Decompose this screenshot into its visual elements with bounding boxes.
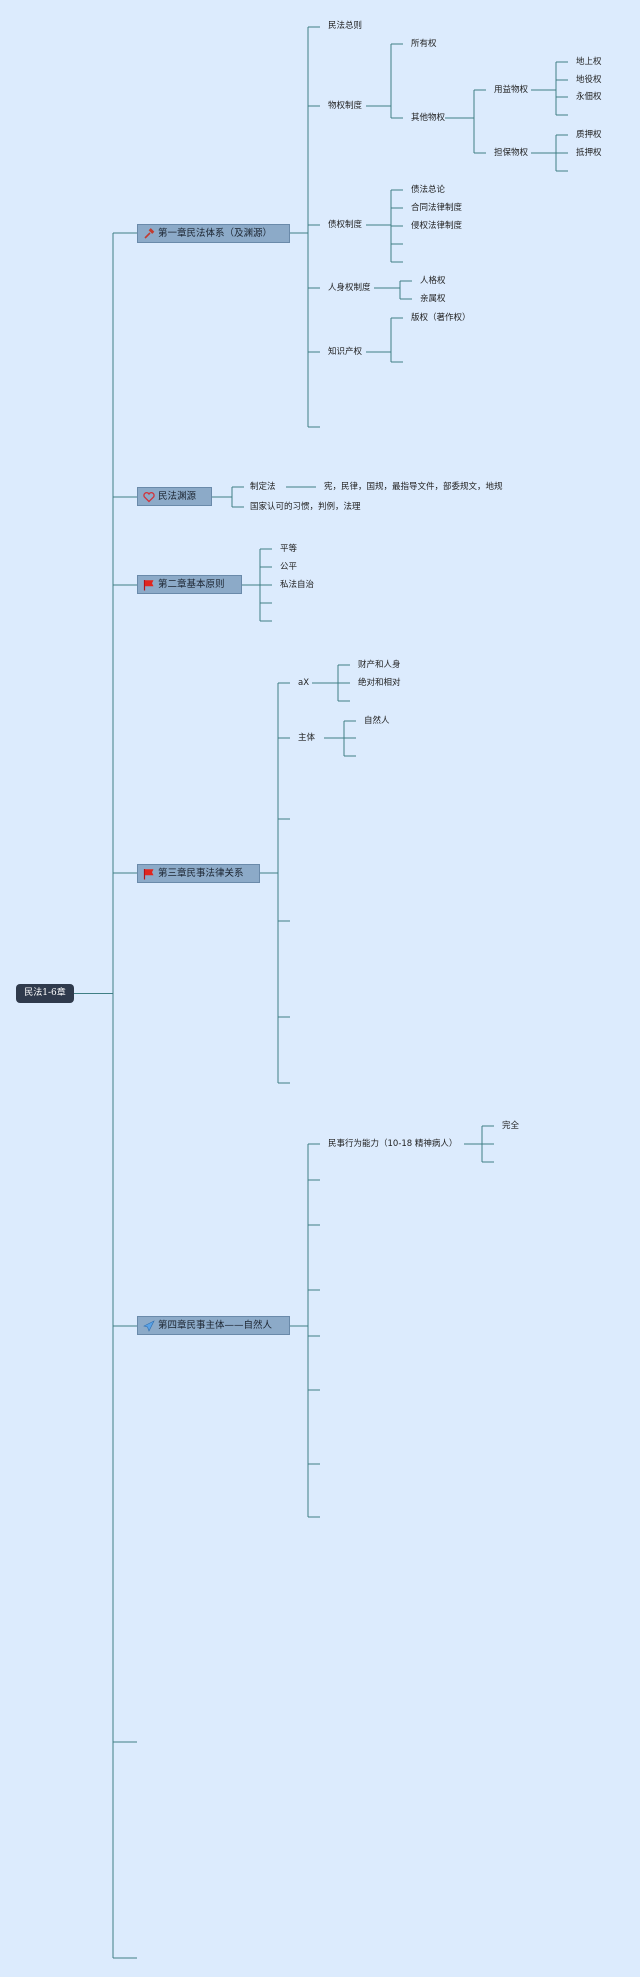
node-dishangquan[interactable]: 地上权 xyxy=(576,57,602,67)
node-zhiyaquan[interactable]: 质押权 xyxy=(576,130,602,140)
node-wuquan-zhidu[interactable]: 物权制度 xyxy=(328,101,363,111)
red-flag-icon xyxy=(143,868,155,880)
chapter-node-2[interactable]: 民法渊源 xyxy=(137,487,212,506)
node-danbao-wuquan[interactable]: 担保物权 xyxy=(494,148,529,158)
chapter-node-5[interactable]: 第四章民事主体——自然人 xyxy=(137,1316,290,1335)
node-wanquan[interactable]: 完全 xyxy=(502,1121,520,1131)
chapter-label: 第二章基本原则 xyxy=(158,579,225,590)
node-zhidingfa-detail[interactable]: 宪，民律，国规，最指导文件，部委规文，地规 xyxy=(324,482,503,492)
heart-icon xyxy=(143,491,155,503)
node-hetong-zhidu[interactable]: 合同法律制度 xyxy=(411,203,463,213)
hammer-icon xyxy=(143,227,155,240)
node-sifa-zizhi[interactable]: 私法自治 xyxy=(280,580,315,590)
node-qinshuquan[interactable]: 亲属权 xyxy=(420,294,446,304)
chapter-label: 民法渊源 xyxy=(158,491,197,502)
node-zhaiquan-zhidu[interactable]: 债权制度 xyxy=(328,220,363,230)
node-juedui-xiangdui[interactable]: 绝对和相对 xyxy=(358,678,401,688)
node-diyiquan[interactable]: 地役权 xyxy=(576,75,602,85)
node-rengequan[interactable]: 人格权 xyxy=(420,276,446,286)
node-renshenquan-zhidu[interactable]: 人身权制度 xyxy=(328,283,371,293)
chapter-label: 第一章民法体系（及渊源） xyxy=(158,228,273,239)
root-node[interactable]: 民法1-6章 xyxy=(16,984,74,1003)
node-zhidingfa[interactable]: 制定法 xyxy=(250,482,276,492)
node-qita-wuquan[interactable]: 其他物权 xyxy=(411,113,446,123)
node-zhaifa-zonglun[interactable]: 债法总论 xyxy=(411,185,446,195)
node-minshi-xingwei-nengli[interactable]: 民事行为能力（10-18 精神病人） xyxy=(328,1139,458,1149)
node-yongdianquan[interactable]: 永佃权 xyxy=(576,92,602,102)
node-ziranren[interactable]: 自然人 xyxy=(364,716,390,726)
node-minfa-zongze[interactable]: 民法总则 xyxy=(328,21,363,31)
node-caichan-renshen[interactable]: 财产和人身 xyxy=(358,660,401,670)
chapter-node-1[interactable]: 第一章民法体系（及渊源） xyxy=(137,224,290,243)
node-guojia-xiguan[interactable]: 国家认可的习惯，判例，法理 xyxy=(250,502,361,512)
node-ax[interactable]: aX xyxy=(298,678,310,688)
red-flag-icon xyxy=(143,579,155,591)
chapter-node-4[interactable]: 第三章民事法律关系 xyxy=(137,864,260,883)
chapter-node-3[interactable]: 第二章基本原则 xyxy=(137,575,242,594)
node-gongping[interactable]: 公平 xyxy=(280,562,298,572)
node-zhuti[interactable]: 主体 xyxy=(298,733,316,743)
paper-plane-icon xyxy=(143,1319,155,1332)
node-qinquan-zhidu[interactable]: 侵权法律制度 xyxy=(411,221,463,231)
node-banquan[interactable]: 版权（著作权） xyxy=(411,313,471,323)
node-yongyi-wuquan[interactable]: 用益物权 xyxy=(494,85,529,95)
node-diyaquan[interactable]: 抵押权 xyxy=(576,148,602,158)
node-zhishi-chanquan[interactable]: 知识产权 xyxy=(328,347,363,357)
chapter-label: 第四章民事主体——自然人 xyxy=(158,1320,273,1331)
node-pingdeng[interactable]: 平等 xyxy=(280,544,298,554)
node-suoyouquan[interactable]: 所有权 xyxy=(411,39,437,49)
chapter-label: 第三章民事法律关系 xyxy=(158,868,244,879)
